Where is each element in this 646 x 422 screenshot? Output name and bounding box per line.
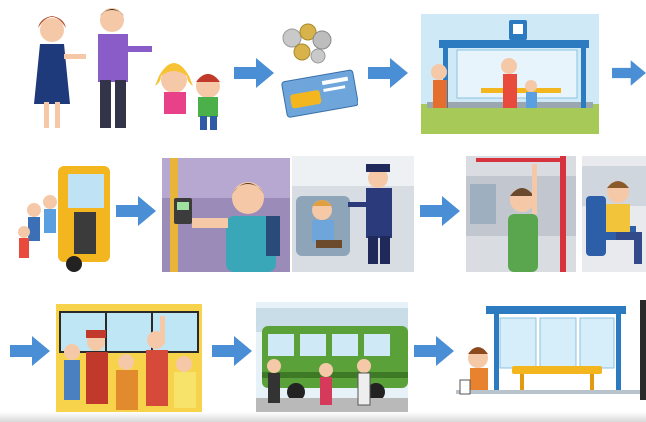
step-crowded-bus [56, 304, 202, 416]
arrow-right-icon [234, 58, 274, 88]
family-icon [14, 2, 230, 138]
step-bus-stop-family [421, 14, 599, 134]
bus-stop-icon [456, 300, 646, 412]
ticket-validator-icon [162, 158, 290, 272]
step-leaving-bus [256, 302, 408, 414]
step-validate-ticket [162, 158, 290, 272]
bus-stop-icon [421, 14, 599, 134]
step-coins-ticket [278, 20, 358, 120]
bus-door-icon [14, 160, 110, 272]
arrow-right-icon [414, 336, 454, 366]
step-boarding-bus [14, 160, 110, 272]
arrow-right-icon [10, 336, 50, 366]
crowd-icon [56, 304, 202, 416]
arrow-right-icon [612, 58, 646, 88]
page-bottom-shadow [0, 412, 646, 422]
rail-icon [466, 156, 576, 272]
arrow-right-icon [116, 196, 156, 226]
step-conductor-check [292, 156, 414, 272]
step-sitting-bus [582, 156, 646, 272]
conductor-icon [292, 156, 414, 272]
step-child-bus-stop [456, 300, 646, 412]
seat-icon [582, 156, 646, 272]
ticket-icon [278, 20, 358, 120]
arrow-right-icon [368, 58, 408, 88]
arrow-right-icon [420, 196, 460, 226]
step-standing-rail [466, 156, 576, 272]
step-parents-children [14, 2, 230, 138]
bus-icon [256, 302, 408, 414]
arrow-right-icon [212, 336, 252, 366]
